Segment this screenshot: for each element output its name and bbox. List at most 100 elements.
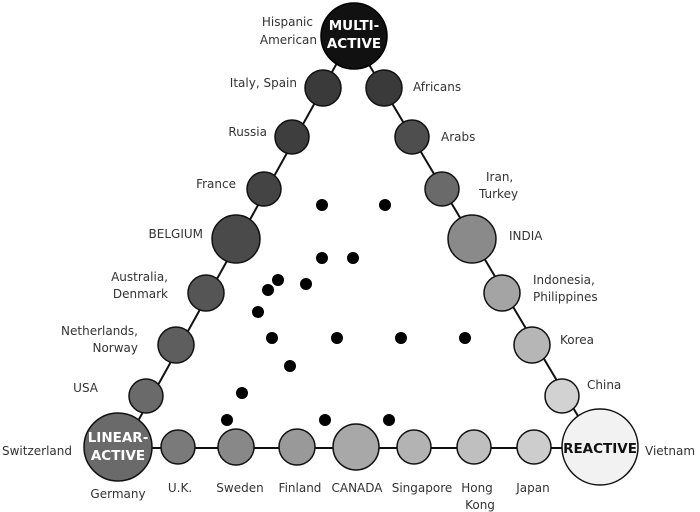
interior-dot <box>236 387 248 399</box>
svg-text:Africans: Africans <box>413 80 461 94</box>
country-label: Finland <box>279 481 322 495</box>
svg-text:Indonesia,: Indonesia, <box>533 273 595 287</box>
svg-text:INDIA: INDIA <box>509 229 543 243</box>
country-label: Kong <box>465 498 495 512</box>
svg-text:American: American <box>260 33 317 47</box>
vertex-circle <box>561 408 639 486</box>
interior-dot <box>383 414 395 426</box>
svg-text:CANADA: CANADA <box>331 481 383 495</box>
country-circle <box>516 429 552 465</box>
vertex-title: MULTI- <box>329 18 380 34</box>
left-side-nodes: Italy, Spain Russia France BELGIUM Austr… <box>61 69 342 414</box>
country-node-korea: Korea <box>513 326 594 364</box>
country-label: Netherlands, <box>61 324 138 338</box>
svg-text:Germany: Germany <box>90 487 145 501</box>
svg-text:Kong: Kong <box>465 498 495 512</box>
svg-text:Japan: Japan <box>515 481 549 495</box>
interior-dot <box>395 332 407 344</box>
svg-text:Finland: Finland <box>279 481 322 495</box>
svg-text:Singapore: Singapore <box>392 481 453 495</box>
country-circle <box>187 274 225 312</box>
country-node-india: INDIA <box>447 214 543 264</box>
country-node-japan: Japan <box>515 429 552 495</box>
country-label: Indonesia, <box>533 273 595 287</box>
bottom-side-nodes: U.K. Sweden Finland CANADA Singapore Hon… <box>160 423 552 512</box>
vertex-title: REACTIVE <box>563 441 637 457</box>
country-label: U.K. <box>168 481 192 495</box>
svg-text:Switzerland: Switzerland <box>2 444 72 458</box>
country-node-australia-denmark: Australia, Denmark <box>111 270 225 312</box>
country-circle <box>274 119 310 155</box>
country-label: Denmark <box>113 287 168 301</box>
svg-text:Norway: Norway <box>92 341 138 355</box>
interior-dot <box>262 284 274 296</box>
country-label: Philippines <box>533 290 598 304</box>
svg-text:Australia,: Australia, <box>111 270 168 284</box>
country-node-arabs: Arabs <box>394 119 475 155</box>
country-label: Turkey <box>478 187 518 201</box>
svg-text:Vietnam: Vietnam <box>645 444 695 458</box>
interior-dot <box>316 199 328 211</box>
vertex-title: ACTIVE <box>327 36 381 52</box>
country-label: Russia <box>228 125 267 139</box>
svg-text:Russia: Russia <box>228 125 267 139</box>
country-node-finland: Finland <box>278 428 322 495</box>
country-circle <box>513 326 551 364</box>
country-label: Switzerland <box>2 444 72 458</box>
country-node-usa: USA <box>73 378 164 414</box>
country-label: Iran, <box>486 170 513 184</box>
country-circle <box>246 171 282 207</box>
country-node-belgium: BELGIUM <box>149 214 261 264</box>
svg-text:China: China <box>587 378 621 392</box>
country-node-canada: CANADA <box>331 423 383 495</box>
country-circle <box>304 69 342 107</box>
interior-dot <box>266 332 278 344</box>
svg-text:MULTI-: MULTI- <box>329 18 380 34</box>
svg-text:Hong: Hong <box>461 481 493 495</box>
country-circle <box>278 428 316 466</box>
svg-text:ACTIVE: ACTIVE <box>327 36 381 52</box>
country-node-netherlands-norway: Netherlands, Norway <box>61 324 195 364</box>
svg-text:REACTIVE: REACTIVE <box>563 441 637 457</box>
country-label: Germany <box>90 487 145 501</box>
country-node-russia: Russia <box>228 119 310 155</box>
svg-text:Arabs: Arabs <box>441 130 475 144</box>
svg-text:Netherlands,: Netherlands, <box>61 324 138 338</box>
country-circle <box>128 378 164 414</box>
svg-text:France: France <box>196 177 236 191</box>
interior-dot <box>221 414 233 426</box>
interior-dots <box>221 199 471 426</box>
country-circle <box>157 326 195 364</box>
country-node-italy-spain: Italy, Spain <box>230 69 342 107</box>
country-circle <box>424 171 460 207</box>
country-label: Norway <box>92 341 138 355</box>
country-label: USA <box>73 381 99 395</box>
country-circle <box>332 423 380 471</box>
country-circle <box>544 378 580 414</box>
interior-dot <box>300 278 312 290</box>
vertex-title: ACTIVE <box>91 448 145 464</box>
country-circle <box>365 69 403 107</box>
country-label: American <box>260 33 317 47</box>
svg-text:USA: USA <box>73 381 99 395</box>
country-label: Sweden <box>216 481 263 495</box>
country-circle <box>396 429 432 465</box>
interior-dot <box>319 414 331 426</box>
svg-text:Italy, Spain: Italy, Spain <box>230 76 297 90</box>
country-circle <box>456 429 492 465</box>
country-label: China <box>587 378 621 392</box>
svg-text:Turkey: Turkey <box>478 187 518 201</box>
country-label: Japan <box>515 481 549 495</box>
country-label: Vietnam <box>645 444 695 458</box>
svg-text:Iran,: Iran, <box>486 170 513 184</box>
svg-text:Korea: Korea <box>560 333 594 347</box>
interior-dot <box>284 360 296 372</box>
country-label: Africans <box>413 80 461 94</box>
country-label: Australia, <box>111 270 168 284</box>
svg-text:Sweden: Sweden <box>216 481 263 495</box>
vertex-title: LINEAR- <box>88 430 149 446</box>
country-label: BELGIUM <box>149 227 203 241</box>
vertex-linear-active: LINEAR- ACTIVE Switzerland Germany <box>2 412 153 501</box>
country-label: Arabs <box>441 130 475 144</box>
